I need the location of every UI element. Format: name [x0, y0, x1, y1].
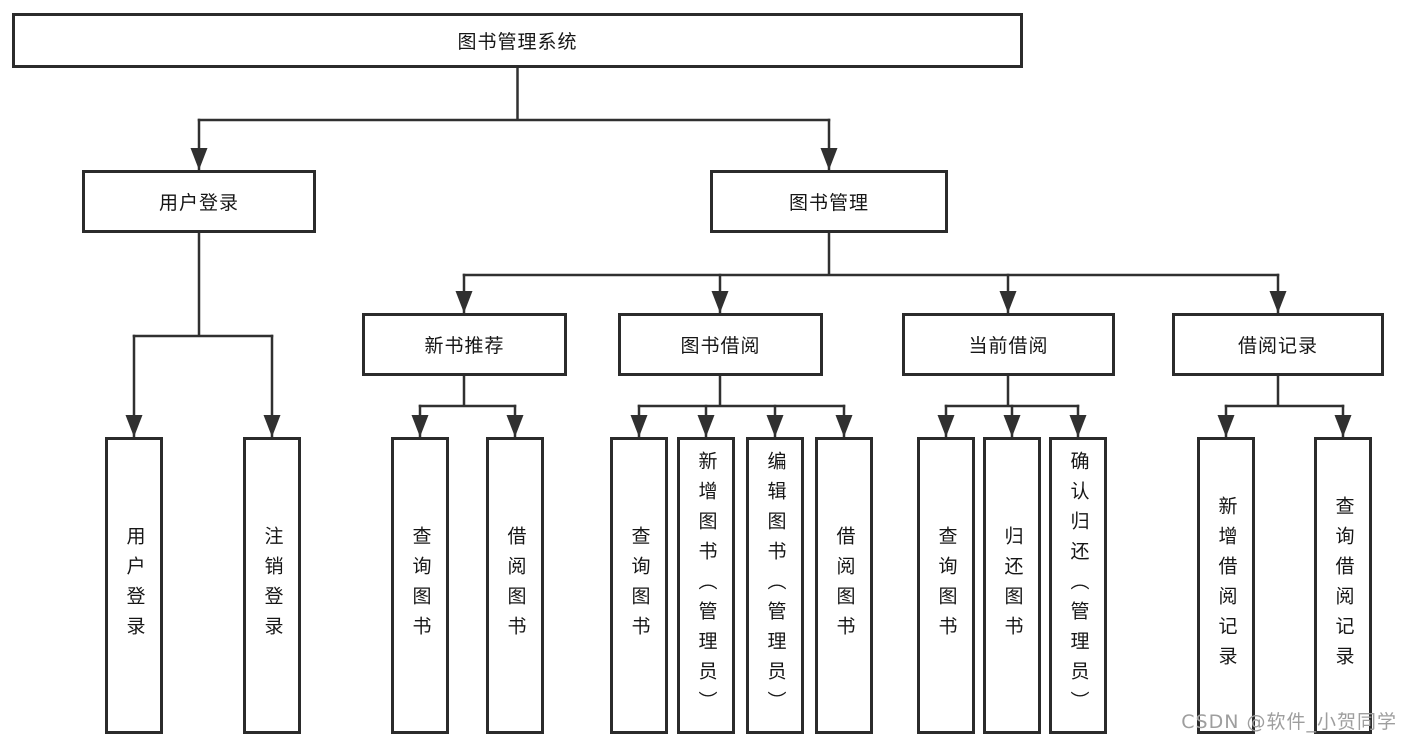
leaf-cb-query-books: 查询图书 — [917, 437, 975, 734]
leaf-cb-return-books-label: 归还图书 — [1001, 525, 1024, 646]
leaf-nb-borrow-books: 借阅图书 — [486, 437, 544, 734]
leaf-bb-borrow-books: 借阅图书 — [815, 437, 873, 734]
leaf-user-login-label: 用户登录 — [123, 525, 146, 646]
leaf-br-add-record-label: 新增借阅记录 — [1215, 495, 1238, 676]
leaf-user-login: 用户登录 — [105, 437, 163, 734]
csdn-watermark: CSDN @软件_小贺同学 — [1181, 711, 1397, 733]
connector-borrow-records-rail — [1224, 374, 1345, 408]
leaf-br-query-record-label: 查询借阅记录 — [1332, 495, 1355, 676]
leaf-bb-borrow-books-label: 借阅图书 — [833, 525, 856, 646]
leaf-nb-query-books-label: 查询图书 — [409, 525, 432, 646]
leaf-bb-edit-books-admin: 编辑图书（管理员） — [746, 437, 804, 734]
leaf-cb-confirm-return-admin-label: 确认归还（管理员） — [1067, 450, 1090, 721]
leaf-bb-add-books-admin: 新增图书（管理员） — [677, 437, 735, 734]
node-user-login: 用户登录 — [82, 170, 316, 233]
node-current-borrow: 当前借阅 — [902, 313, 1115, 376]
leaf-nb-query-books: 查询图书 — [391, 437, 449, 734]
connector-book-borrow-rail — [637, 374, 846, 408]
node-book-management: 图书管理 — [710, 170, 948, 233]
leaf-bb-edit-books-admin-label: 编辑图书（管理员） — [764, 450, 787, 721]
leaf-br-add-record: 新增借阅记录 — [1197, 437, 1255, 734]
leaf-bb-query-books-label: 查询图书 — [628, 525, 651, 646]
leaf-cb-return-books: 归还图书 — [983, 437, 1041, 734]
leaf-bb-query-books: 查询图书 — [610, 437, 668, 734]
connector-book-management-rail — [462, 231, 1280, 277]
leaf-br-query-record: 查询借阅记录 — [1314, 437, 1372, 734]
node-book-borrow: 图书借阅 — [618, 313, 823, 376]
leaf-cb-query-books-label: 查询图书 — [935, 525, 958, 646]
connector-user-login-rail — [132, 231, 274, 338]
leaf-cb-confirm-return-admin: 确认归还（管理员） — [1049, 437, 1107, 734]
connector-root-rail — [197, 66, 831, 122]
leaf-nb-borrow-books-label: 借阅图书 — [504, 525, 527, 646]
connector-current-borrow-rail — [944, 374, 1080, 408]
node-borrow-records: 借阅记录 — [1172, 313, 1384, 376]
leaf-bb-add-books-admin-label: 新增图书（管理员） — [695, 450, 718, 721]
connector-new-book-rail — [418, 374, 517, 408]
leaf-logout: 注销登录 — [243, 437, 301, 734]
node-new-book-recommend: 新书推荐 — [362, 313, 567, 376]
node-library-management-system: 图书管理系统 — [12, 13, 1023, 68]
leaf-logout-label: 注销登录 — [261, 525, 284, 646]
